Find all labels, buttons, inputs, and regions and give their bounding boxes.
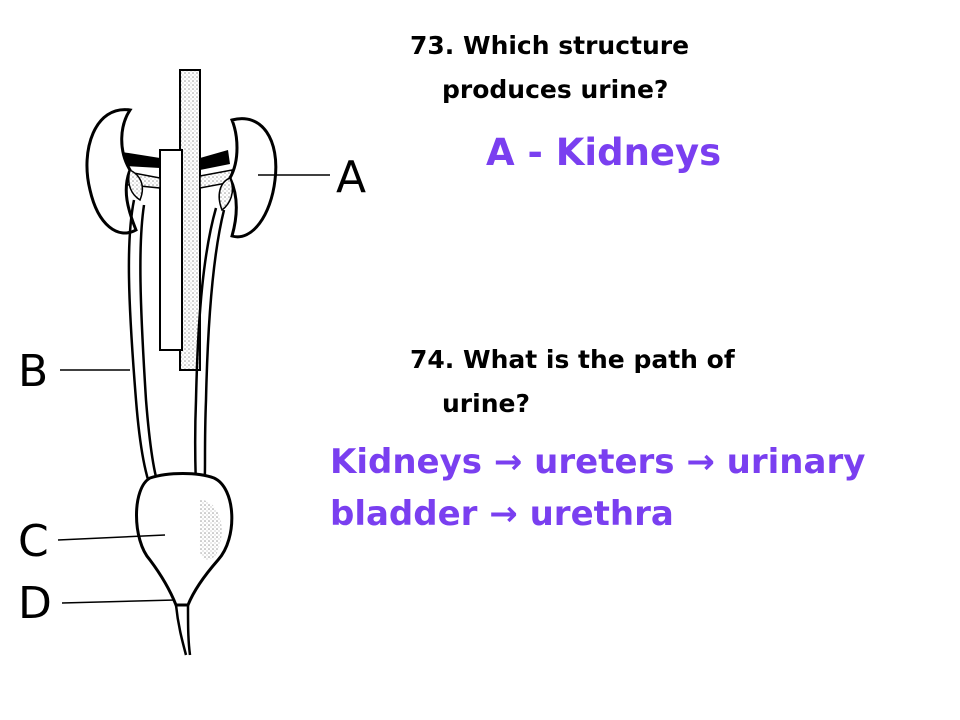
label-lines (57, 174, 330, 604)
answer-74-line2: bladder → urethra (330, 494, 674, 534)
question-74: 74. What is the path of urine? (410, 338, 735, 426)
label-c: C (18, 516, 49, 567)
aorta-vena-cava (117, 69, 233, 371)
label-a: A (336, 152, 366, 203)
ureters (127, 199, 226, 496)
answer-74: Kidneys → ureters → urinary bladder → ur… (330, 436, 865, 540)
question-74-line2: urine? (442, 389, 530, 418)
left-kidney (85, 108, 144, 235)
urinary-system-diagram: A B C D (18, 69, 366, 656)
question-73: 73. Which structure produces urine? (410, 24, 689, 112)
label-d: D (18, 578, 52, 629)
label-b: B (18, 346, 48, 397)
question-74-line1: 74. What is the path of (410, 345, 735, 374)
answer-74-line1: Kidneys → ureters → urinary (330, 442, 866, 482)
question-73-line2: produces urine? (442, 75, 669, 104)
urinary-bladder (135, 472, 234, 607)
question-73-line1: 73. Which structure (410, 31, 690, 60)
answer-73: A - Kidneys (486, 131, 722, 174)
right-kidney (218, 117, 278, 239)
urethra (174, 604, 192, 656)
